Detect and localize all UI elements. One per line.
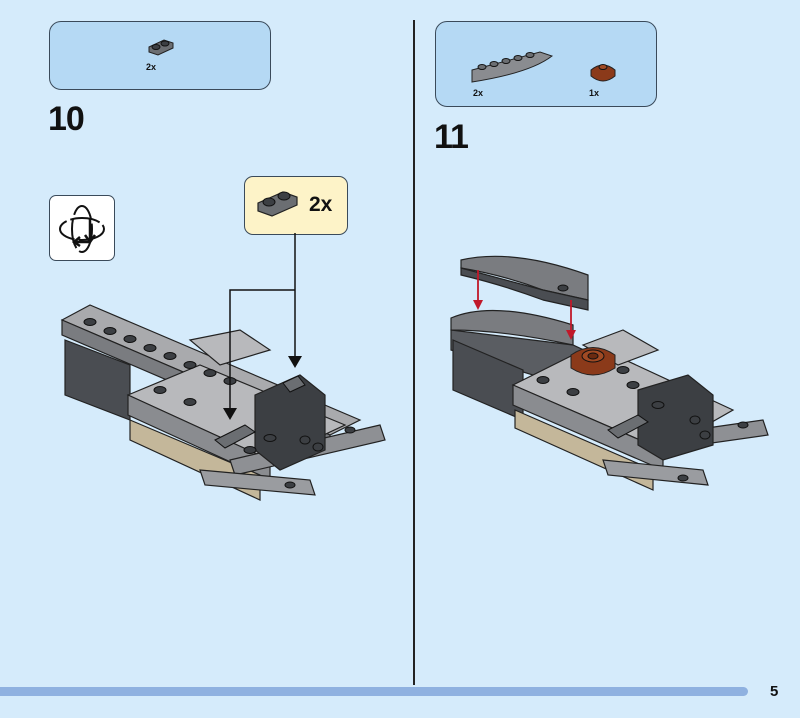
arrow-head-icon <box>473 300 483 310</box>
page-progress-bar <box>0 687 748 696</box>
step11-parts-box: 2x 1x <box>435 21 657 107</box>
dark-gray-plate-part-icon <box>148 39 174 56</box>
brown-round-plate-part-icon <box>590 64 616 82</box>
step11-model-illustration <box>450 255 769 491</box>
step-number-11: 11 <box>434 118 469 156</box>
curved-slope-part-icon <box>471 51 554 83</box>
callout-qty: 2x <box>309 193 333 216</box>
brown-round-plate-placed <box>570 347 616 376</box>
page-number: 5 <box>770 683 779 700</box>
step-divider <box>413 20 415 685</box>
arrow-head-icon <box>223 408 237 420</box>
callout-box: 2x <box>244 176 348 235</box>
part-qty: 2x <box>146 62 157 72</box>
arrow-head-icon <box>566 330 576 340</box>
red-placement-arrows <box>477 270 572 333</box>
rotate-model-icon <box>49 195 115 261</box>
step10-model-illustration <box>60 233 386 501</box>
part-qty: 2x <box>473 88 484 98</box>
arrow-head-icon <box>288 356 302 368</box>
placement-arrows <box>229 233 296 412</box>
step10-parts-box: 2x <box>49 21 271 90</box>
step-number-10: 10 <box>48 100 85 138</box>
part-qty: 1x <box>589 88 600 98</box>
dark-gray-plate-callout-icon <box>257 191 298 217</box>
